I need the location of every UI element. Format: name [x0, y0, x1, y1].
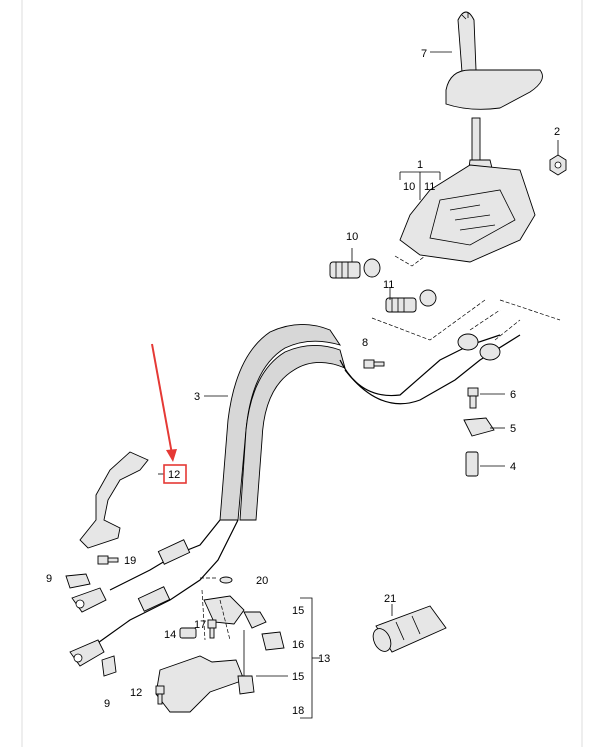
- lever-assembly[interactable]: [155, 595, 267, 713]
- callout-11: 11: [383, 279, 394, 291]
- callout-4: 4: [510, 461, 516, 473]
- callout-6: 6: [510, 389, 516, 401]
- callout-8: 8: [362, 337, 368, 349]
- bolt-6[interactable]: [467, 387, 479, 409]
- callout-11-group: 11: [424, 181, 435, 193]
- gear-knob-boot[interactable]: [445, 11, 543, 110]
- cable-end-9-lower[interactable]: [101, 655, 117, 677]
- clip-16[interactable]: [261, 631, 285, 651]
- callout-12: 12: [168, 469, 180, 481]
- callout-2: 2: [554, 126, 560, 138]
- upper-cable-ends[interactable]: [339, 299, 561, 405]
- callout-18: 17: [194, 619, 206, 631]
- callout-15-group: 15: [292, 605, 304, 617]
- cable-eye-upper[interactable]: [71, 587, 107, 613]
- cable-bracket[interactable]: [79, 451, 149, 549]
- callout-19: 19: [124, 555, 136, 567]
- callout-13: 13: [318, 653, 330, 665]
- callout-10-group: 10: [403, 181, 415, 193]
- callout-14: 12: [130, 687, 142, 699]
- highlight-arrow: [151, 343, 177, 462]
- callout-9-lower: 9: [104, 698, 110, 710]
- callout-20: 20: [256, 575, 268, 587]
- bolt-14[interactable]: [155, 685, 165, 705]
- callout-15: 14: [164, 629, 176, 641]
- retaining-clip-5[interactable]: [463, 417, 495, 437]
- callout-10: 10: [346, 231, 358, 243]
- highlight-box: [163, 464, 187, 484]
- spacer-sleeve-4[interactable]: [465, 451, 479, 477]
- bolt-18[interactable]: [207, 619, 217, 639]
- callout-5: 5: [510, 423, 516, 435]
- callout-18-group: 18: [292, 705, 304, 717]
- callout-7: 7: [421, 48, 427, 60]
- bolt-8[interactable]: [363, 359, 385, 369]
- callout-9-upper: 9: [46, 573, 52, 585]
- bushing-11[interactable]: [385, 289, 437, 313]
- shift-cable-assembly[interactable]: [94, 324, 346, 646]
- bushing-10[interactable]: [329, 258, 381, 279]
- cable-eye-lower[interactable]: [69, 639, 105, 667]
- cable-end-9-upper[interactable]: [65, 573, 91, 589]
- callout-21: 21: [384, 593, 396, 605]
- grease-tube[interactable]: [370, 605, 447, 654]
- bushing-15[interactable]: [179, 627, 197, 639]
- callout-3: 3: [194, 391, 200, 403]
- callout-16: 16: [292, 639, 304, 651]
- washer-20[interactable]: [219, 576, 233, 584]
- nut[interactable]: [549, 154, 567, 176]
- shifter-housing[interactable]: [399, 164, 536, 263]
- bolt-19[interactable]: [97, 555, 119, 565]
- callout-1: 1: [417, 159, 423, 171]
- callout-17: 15: [292, 671, 304, 683]
